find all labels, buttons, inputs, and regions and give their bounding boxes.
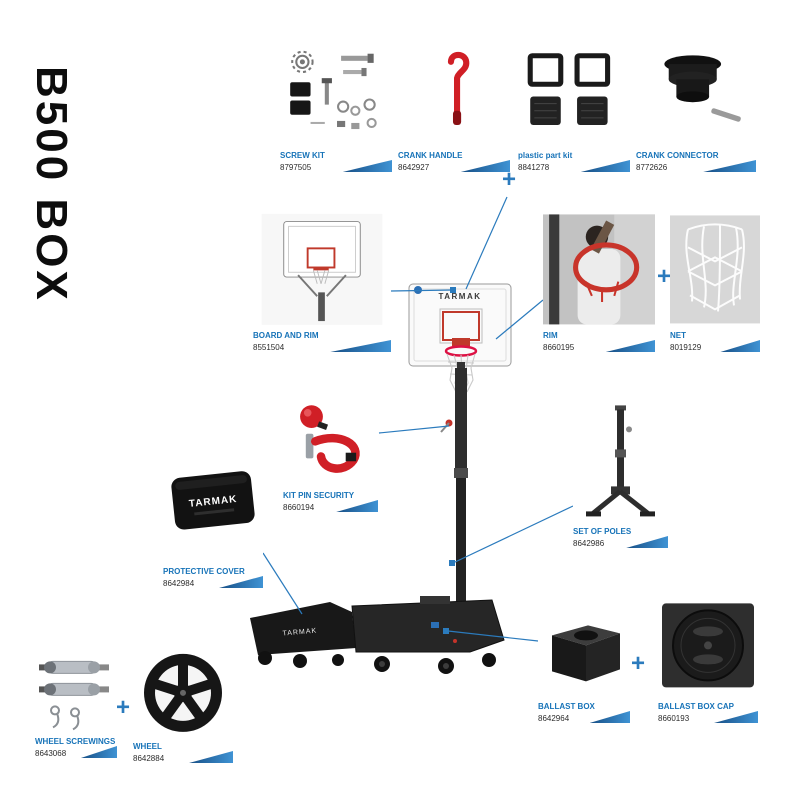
- part-card-kit-pin-security[interactable]: KIT PIN SECURITY 8660194: [283, 392, 378, 512]
- part-ref: 8551504: [253, 343, 285, 352]
- connector-line: [447, 630, 539, 642]
- base-brand-text: TARMAK: [282, 628, 317, 638]
- board-brand-text: TARMAK: [438, 292, 481, 301]
- page-title: B500 BOX: [27, 66, 76, 303]
- ballast-box-cap-image: [658, 593, 758, 698]
- ballast-base: [351, 599, 505, 653]
- rim-image: [543, 212, 655, 327]
- part-label: plastic part kit: [518, 150, 573, 160]
- product-illustration: TARMAK: [250, 283, 512, 674]
- plus-sign: +: [115, 694, 130, 721]
- part-ref: 8019129: [670, 343, 702, 352]
- part-ref: 8772626: [636, 163, 668, 172]
- part-ref: 8660193: [658, 714, 690, 723]
- base-cover: [250, 602, 356, 655]
- part-ref: 8797505: [280, 163, 312, 172]
- plus-sign: +: [656, 263, 671, 290]
- connector-line: [465, 196, 508, 290]
- part-ref: 8642964: [538, 714, 570, 723]
- part-label: BALLAST BOX CAP: [658, 701, 734, 711]
- plus-sign: +: [630, 650, 645, 677]
- pole: [440, 362, 468, 608]
- connector-line: [495, 299, 544, 340]
- part-card-net[interactable]: NET 8019129: [670, 212, 760, 352]
- backboard: TARMAK: [408, 283, 512, 367]
- part-label: RIM: [543, 330, 558, 340]
- part-ref: 8642927: [398, 163, 430, 172]
- part-label: KIT PIN SECURITY: [283, 490, 355, 500]
- wheels: [258, 651, 496, 674]
- base: TARMAK: [250, 596, 505, 674]
- plus-sign: +: [501, 166, 516, 193]
- part-ref: 8642984: [163, 579, 195, 588]
- set-of-poles-image: [573, 398, 668, 523]
- part-label: CRANK HANDLE: [398, 150, 463, 160]
- part-card-protective-cover[interactable]: TARMAK PROTECTIVE COVER 8642984: [163, 438, 263, 588]
- connection-nodes: [443, 287, 456, 634]
- part-card-crank-handle[interactable]: CRANK HANDLE 8642927: [398, 38, 510, 172]
- part-label: BOARD AND RIM: [253, 330, 319, 340]
- screw-kit-image: [280, 38, 392, 147]
- crank-handle-image: [398, 38, 510, 147]
- part-label: CRANK CONNECTOR: [636, 150, 719, 160]
- part-label: SET OF POLES: [573, 526, 632, 536]
- plastic-part-kit-image: [518, 38, 630, 147]
- part-label: PROTECTIVE COVER: [163, 566, 245, 576]
- connector-lines: [262, 196, 574, 642]
- part-card-rim[interactable]: RIM 8660195: [543, 212, 655, 352]
- part-ref: 8660195: [543, 343, 575, 352]
- part-ref: 8660194: [283, 503, 315, 512]
- part-label: BALLAST BOX: [538, 701, 595, 711]
- part-label: NET: [670, 330, 686, 340]
- base-red-detail: [453, 639, 457, 643]
- part-ref: 8642986: [573, 539, 605, 548]
- connector-line: [378, 425, 450, 434]
- crank-connector-image: [636, 38, 756, 147]
- connector-line: [390, 289, 454, 292]
- cover-brand-text: TARMAK: [188, 494, 237, 510]
- part-card-plastic-part-kit[interactable]: plastic part kit 8841278: [518, 38, 630, 172]
- base-blue-detail: [431, 622, 439, 628]
- part-label: WHEEL SCREWINGS: [35, 736, 116, 746]
- connection-node: [443, 628, 449, 634]
- board-and-rim-image: [253, 212, 391, 327]
- part-card-crank-connector[interactable]: CRANK CONNECTOR 8772626: [636, 38, 756, 172]
- connection-node: [450, 287, 456, 293]
- part-ref: 8841278: [518, 163, 550, 172]
- wheel-image: [133, 648, 233, 738]
- part-card-board-and-rim[interactable]: BOARD AND RIM 8551504: [253, 212, 391, 352]
- part-ref: 8643068: [35, 749, 67, 758]
- connector-line: [262, 552, 303, 615]
- part-label: SCREW KIT: [280, 150, 325, 160]
- part-card-ballast-box[interactable]: BALLAST BOX 8642964: [538, 593, 630, 723]
- connector-line: [452, 505, 574, 564]
- kit-pin-security-image: [283, 392, 378, 487]
- net-image: [670, 212, 760, 327]
- part-card-wheel-screwings[interactable]: WHEEL SCREWINGS 8643068: [35, 648, 117, 758]
- connection-node: [449, 560, 455, 566]
- part-card-ballast-box-cap[interactable]: BALLAST BOX CAP 8660193: [658, 593, 758, 723]
- part-card-wheel[interactable]: WHEEL 8642884: [133, 648, 233, 763]
- wheel-screwings-image: [35, 648, 117, 733]
- part-label: WHEEL: [133, 741, 162, 751]
- ballast-box-image: [538, 593, 630, 698]
- part-ref: 8642884: [133, 754, 165, 763]
- protective-cover-image: TARMAK: [163, 438, 263, 563]
- part-card-screw-kit[interactable]: SCREW KIT 8797505: [280, 38, 392, 172]
- part-card-set-of-poles[interactable]: SET OF POLES 8642986: [573, 398, 668, 548]
